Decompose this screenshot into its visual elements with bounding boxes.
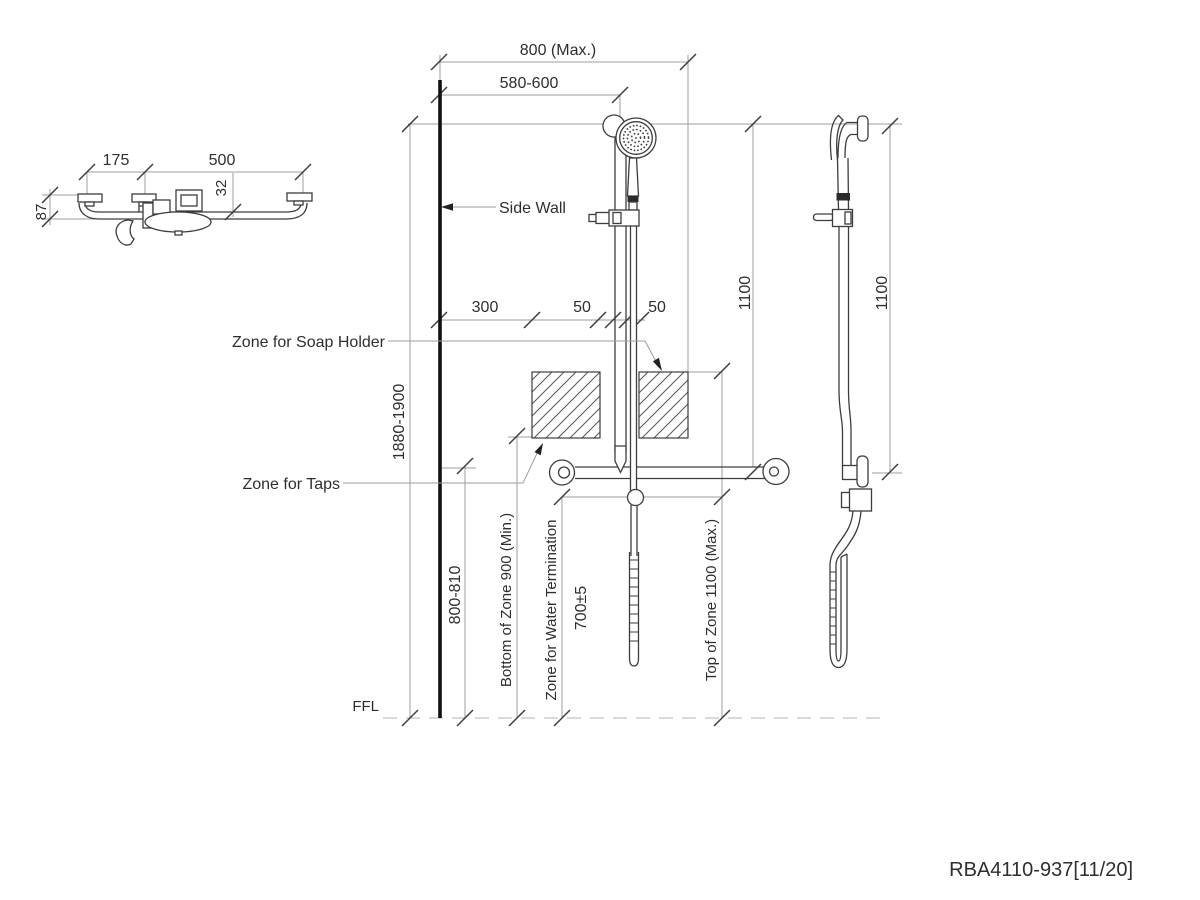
rail-bottom-tip: [614, 445, 627, 475]
rail-flange-top-side: [856, 115, 869, 142]
slider-bracket-side: [812, 208, 854, 228]
hose-ring: [626, 488, 645, 507]
dim-overall-height: 1880-1900: [391, 384, 408, 461]
hose-side: [829, 510, 862, 669]
water-outlet-side: [840, 488, 873, 512]
dimension-ticks: [41, 53, 899, 727]
label-taps-zone: Zone for Taps: [242, 476, 340, 493]
slider-bracket: [588, 209, 640, 227]
dim-zone-bottom: Bottom of Zone 900 (Min.): [498, 513, 515, 687]
label-side-wall: Side Wall: [499, 200, 566, 217]
dim-zone-gap-right: 50: [648, 299, 666, 316]
dim-zone-top: Top of Zone 1100 (Max.): [703, 519, 720, 681]
callout-text: Side Wall Zone for Soap Holder Zone for …: [232, 200, 566, 715]
leader-lines: [343, 203, 662, 484]
taps-zone-arrow: [534, 443, 543, 456]
dim-plan-rail-length: 500: [209, 152, 236, 169]
dim-rail-offset: 580-600: [500, 75, 559, 92]
side-wall-arrow: [441, 203, 453, 211]
rail-flange-bottom-side: [856, 455, 869, 488]
shower-head: [615, 117, 657, 211]
label-soap-holder-zone: Zone for Soap Holder: [232, 334, 386, 351]
dim-zone-gap-left: 50: [573, 299, 591, 316]
dim-plan-rail-diameter: 32: [213, 180, 230, 197]
hose-lower: [626, 488, 645, 667]
dim-termination-height: 700±5: [573, 586, 590, 630]
dim-rail-length-side: 1100: [874, 276, 891, 311]
dim-plan-depth: 87: [33, 204, 50, 221]
shower-handle: [626, 157, 640, 197]
dim-max-width: 800 (Max.): [520, 42, 596, 59]
dimension-text: 800 (Max.) 580-600 300 50 50 1100 1100 1…: [33, 42, 891, 700]
dim-plan-offset-left: 175: [103, 152, 130, 169]
front-elevation: [548, 114, 790, 667]
dim-rail-length-front: 1100: [737, 276, 754, 311]
label-ffl: FFL: [352, 698, 379, 715]
side-elevation: [812, 114, 873, 669]
dim-grab-rail-height: 800-810: [447, 566, 464, 625]
reference-lines: [42, 55, 902, 718]
part-number: RBA4110-937[11/20]: [949, 859, 1133, 881]
soap-holder-zones: [531, 371, 689, 439]
soap-zone-arrow: [652, 357, 662, 371]
dim-water-termination: Zone for Water Termination: [543, 520, 560, 701]
dim-zone-offset: 300: [472, 299, 499, 316]
plan-view: [77, 189, 313, 246]
